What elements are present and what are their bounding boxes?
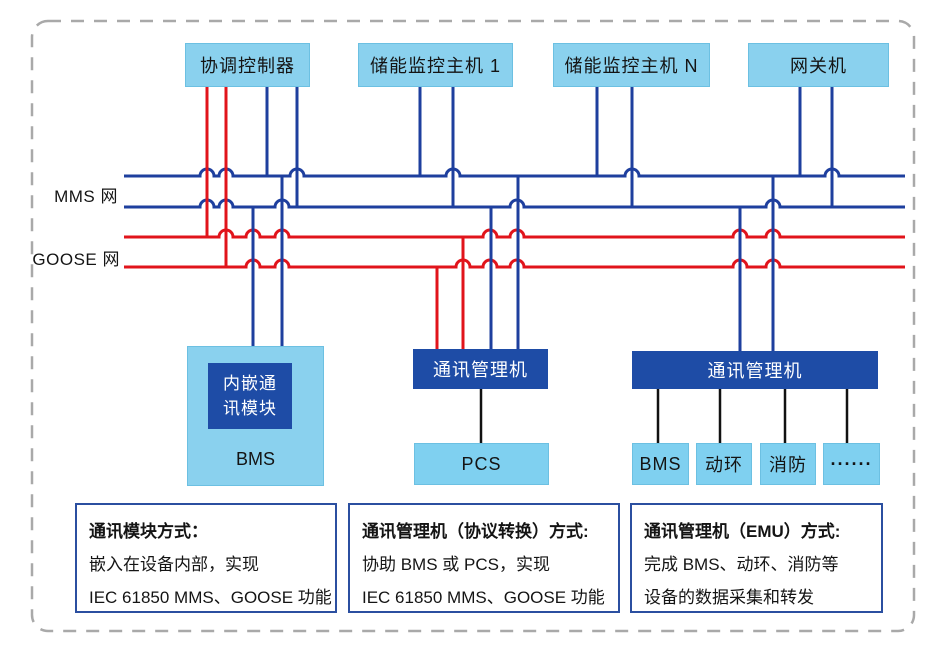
note-comm-module-line1: 嵌入在设备内部，实现 — [89, 555, 259, 574]
embedded-comm-module-line1: 内嵌通 — [223, 374, 277, 393]
goose-bus-line-a — [124, 228, 905, 239]
emu-device-xiaofang-box: 消防 — [760, 443, 816, 485]
note-comm-module-method: 通讯模块方式： 嵌入在设备内部，实现 IEC 61850 MMS、GOOSE 功… — [75, 503, 337, 613]
embedded-comm-module-box: 内嵌通 讯模块 — [208, 363, 292, 429]
note-protocol-convert-method: 通讯管理机（协议转换）方式: 协助 BMS 或 PCS，实现 IEC 61850… — [348, 503, 620, 613]
comm-manager-pcs-box: 通讯管理机 — [413, 349, 548, 389]
emu-device-bms-label: BMS — [639, 453, 682, 474]
note-emu-line2: 设备的数据采集和转发 — [644, 588, 814, 607]
mms-bus-label: MMS 网 — [54, 187, 118, 206]
emu-device-bms-box: BMS — [632, 443, 689, 485]
note-protocol-convert-line1: 协助 BMS 或 PCS，实现 — [362, 555, 550, 574]
note-emu-method: 通讯管理机（EMU）方式: 完成 BMS、动环、消防等 设备的数据采集和转发 — [630, 503, 883, 613]
note-comm-module-line2: IEC 61850 MMS、GOOSE 功能 — [89, 588, 332, 607]
node-coordinator-controller: 协调控制器 — [185, 43, 310, 87]
note-protocol-convert-title: 通讯管理机（协议转换）方式: — [362, 522, 589, 541]
emu-device-others-label: ······ — [830, 453, 873, 474]
embedded-comm-module-line2: 讯模块 — [223, 399, 277, 418]
note-protocol-convert-line2: IEC 61850 MMS、GOOSE 功能 — [362, 588, 605, 607]
pcs-device-box: PCS — [414, 443, 549, 485]
node-storage-monitor-host-n-label: 储能监控主机 N — [564, 56, 699, 76]
pcs-device-label: PCS — [461, 453, 502, 474]
bms-device-group: 内嵌通 讯模块 BMS — [187, 346, 324, 486]
goose-bus-line-b — [124, 258, 905, 269]
bms-device-label: BMS — [235, 449, 275, 469]
node-gateway: 网关机 — [748, 43, 889, 87]
note-emu-line1: 完成 BMS、动环、消防等 — [644, 555, 839, 574]
comm-manager-pcs-label: 通讯管理机 — [433, 360, 528, 380]
emu-device-donghuan-label: 动环 — [705, 455, 743, 475]
mms-bus-line-a — [124, 167, 905, 178]
emu-device-others-box: ······ — [823, 443, 880, 485]
comm-manager-emu-label: 通讯管理机 — [707, 361, 803, 381]
node-storage-monitor-host-n: 储能监控主机 N — [553, 43, 710, 87]
note-comm-module-title: 通讯模块方式： — [89, 522, 208, 541]
mms-bus-line-b — [124, 198, 905, 209]
node-storage-monitor-host-1: 储能监控主机 1 — [358, 43, 513, 87]
node-coordinator-controller-label: 协调控制器 — [200, 56, 295, 76]
emu-device-xiaofang-label: 消防 — [769, 455, 807, 475]
node-gateway-label: 网关机 — [790, 56, 847, 76]
comm-manager-emu-box: 通讯管理机 — [632, 351, 878, 389]
outer-dashed-border — [30, 19, 916, 633]
node-storage-monitor-host-1-label: 储能监控主机 1 — [369, 56, 501, 76]
note-emu-title: 通讯管理机（EMU）方式: — [644, 522, 841, 541]
goose-bus-label: GOOSE 网 — [32, 250, 120, 269]
emu-device-donghuan-box: 动环 — [696, 443, 752, 485]
